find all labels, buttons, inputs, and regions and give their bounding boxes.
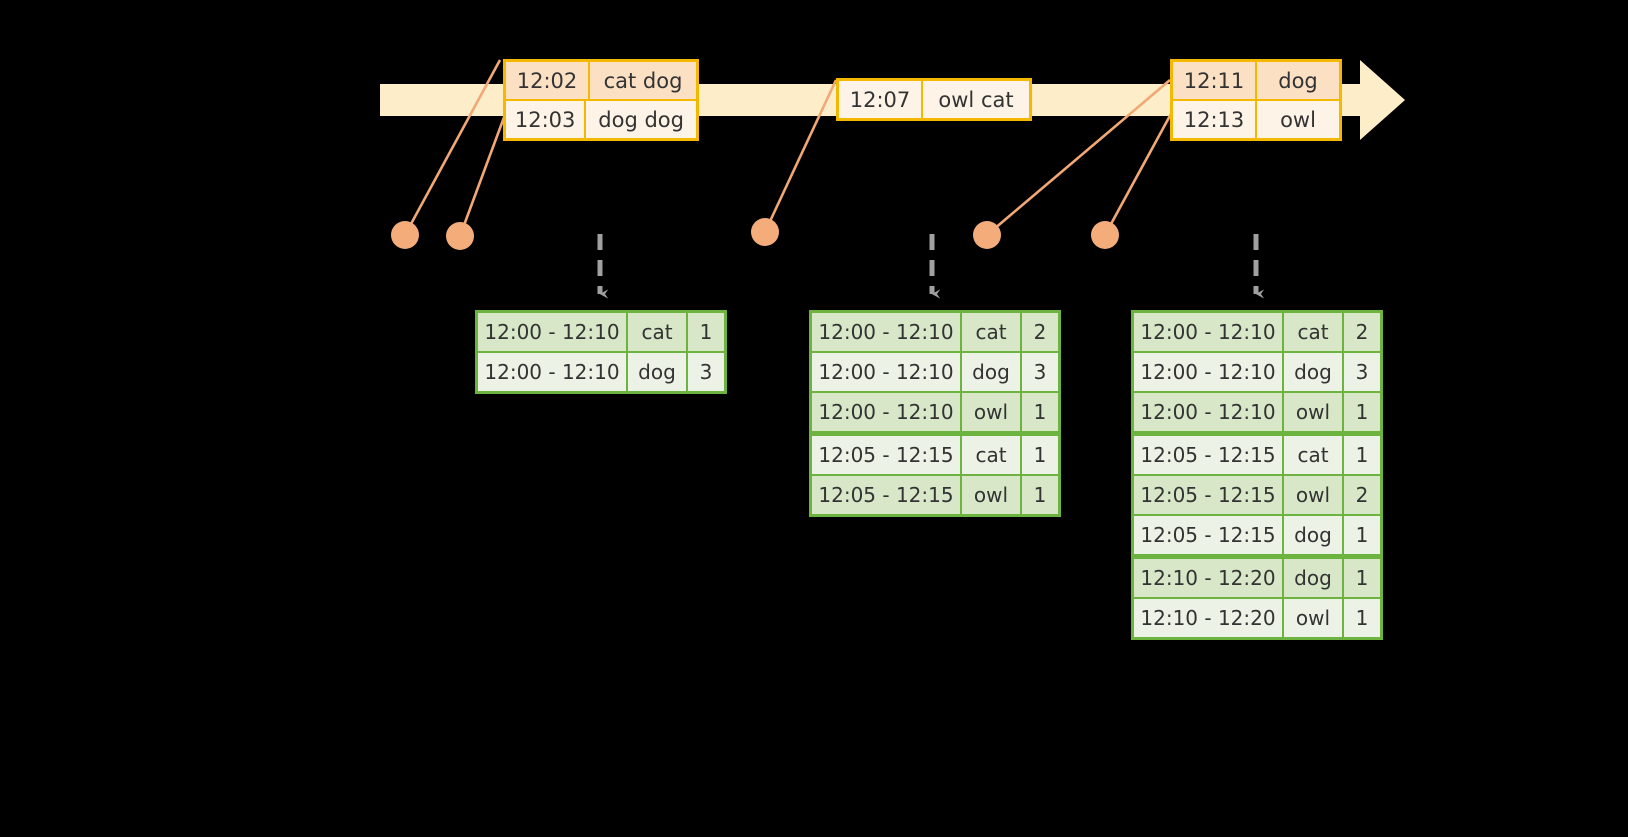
cell-key: owl [962, 393, 1020, 431]
event-row: 12:07 owl cat [839, 81, 1029, 118]
cell-window: 12:05 - 12:15 [812, 476, 960, 514]
dot-12-11 [973, 221, 1001, 249]
cell-window: 12:00 - 12:10 [1134, 393, 1282, 431]
event-time: 12:02 [506, 62, 590, 99]
event-row: 12:13 owl [1173, 99, 1339, 138]
event-words: owl cat [923, 81, 1029, 118]
cell-count: 3 [1344, 353, 1380, 391]
cell-window: 12:00 - 12:10 [1134, 313, 1282, 351]
cell-window: 12:00 - 12:10 [478, 353, 626, 391]
cell-count: 1 [1022, 476, 1058, 514]
cell-key: dog [1284, 353, 1342, 391]
event-group-2[interactable]: 12:07 owl cat [836, 78, 1032, 121]
event-group-1[interactable]: 12:02 cat dog 12:03 dog dog [503, 59, 699, 141]
cell-key: cat [1284, 436, 1342, 474]
event-time: 12:03 [506, 101, 587, 138]
cell-count: 1 [1344, 436, 1380, 474]
cell-window: 12:00 - 12:10 [812, 353, 960, 391]
event-dots [391, 218, 1119, 250]
cell-key: cat [628, 313, 686, 351]
cell-count: 1 [1022, 436, 1058, 474]
event-words: dog [1257, 62, 1339, 99]
cell-count: 3 [1022, 353, 1058, 391]
cell-window: 12:00 - 12:10 [478, 313, 626, 351]
cell-window: 12:05 - 12:15 [812, 436, 960, 474]
emit-arrows [597, 234, 1265, 299]
cell-key: cat [1284, 313, 1342, 351]
event-row: 12:03 dog dog [506, 99, 696, 138]
cell-window: 12:05 - 12:15 [1134, 476, 1282, 514]
cell-key: dog [1284, 516, 1342, 554]
cell-window: 12:10 - 12:20 [1134, 559, 1282, 597]
cell-key: cat [962, 436, 1020, 474]
cell-count: 1 [1344, 393, 1380, 431]
cell-count: 1 [1022, 393, 1058, 431]
dot-12-07 [751, 218, 779, 246]
event-time: 12:11 [1173, 62, 1257, 99]
cell-count: 3 [688, 353, 724, 391]
cell-key: cat [962, 313, 1020, 351]
event-words: cat dog [590, 62, 696, 99]
event-row: 12:02 cat dog [506, 62, 696, 99]
event-row: 12:11 dog [1173, 62, 1339, 99]
cell-window: 12:00 - 12:10 [1134, 353, 1282, 391]
cell-key: owl [1284, 599, 1342, 637]
cell-window: 12:10 - 12:20 [1134, 599, 1282, 637]
event-words: owl [1257, 101, 1339, 138]
dot-12-13 [1091, 221, 1119, 249]
cell-key: owl [1284, 476, 1342, 514]
cell-count: 1 [1344, 599, 1380, 637]
cell-window: 12:05 - 12:15 [1134, 516, 1282, 554]
dot-12-02 [391, 221, 419, 249]
cell-key: owl [1284, 393, 1342, 431]
cell-count: 2 [1344, 476, 1380, 514]
event-words: dog dog [586, 101, 696, 138]
cell-count: 1 [1344, 516, 1380, 554]
cell-window: 12:00 - 12:10 [812, 393, 960, 431]
cell-key: dog [1284, 559, 1342, 597]
event-time: 12:13 [1173, 101, 1257, 138]
cell-key: dog [962, 353, 1020, 391]
event-time: 12:07 [839, 81, 923, 118]
cell-count: 2 [1022, 313, 1058, 351]
dot-12-03 [446, 222, 474, 250]
cell-count: 1 [1344, 559, 1380, 597]
cell-count: 1 [688, 313, 724, 351]
cell-key: owl [962, 476, 1020, 514]
event-group-3[interactable]: 12:11 dog 12:13 owl [1170, 59, 1342, 141]
cell-count: 2 [1344, 313, 1380, 351]
cell-window: 12:00 - 12:10 [812, 313, 960, 351]
cell-key: dog [628, 353, 686, 391]
cell-window: 12:05 - 12:15 [1134, 436, 1282, 474]
